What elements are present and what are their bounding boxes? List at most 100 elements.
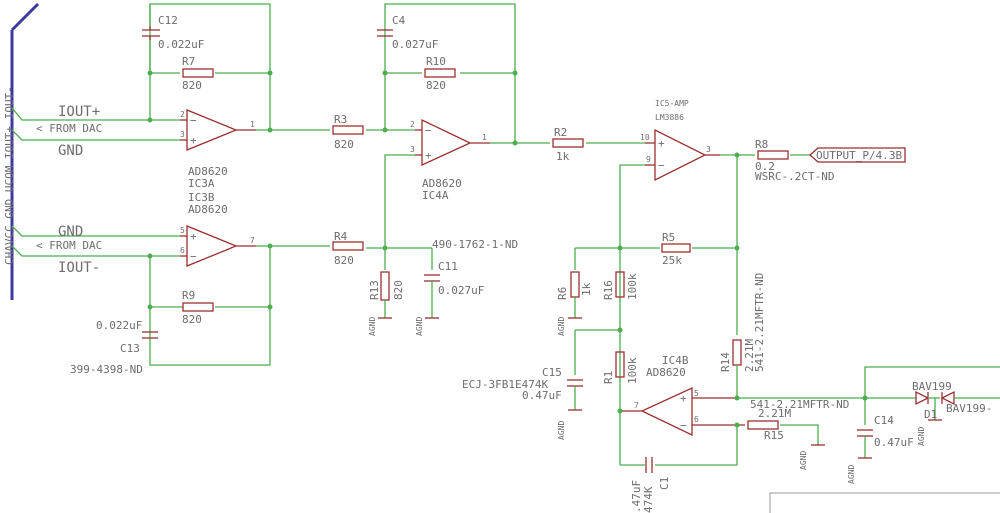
r9-name: R9 bbox=[182, 289, 195, 302]
capacitor-c15 bbox=[567, 379, 583, 387]
r16-value: 100k bbox=[626, 273, 639, 300]
c12-name: C12 bbox=[158, 14, 178, 27]
svg-text:+: + bbox=[658, 137, 665, 150]
r7-value: 820 bbox=[182, 79, 202, 92]
r14-part: 541-2.21MFTR-ND bbox=[753, 273, 766, 372]
c12-value: 0.022uF bbox=[158, 38, 204, 51]
agnd-d1: AGND bbox=[917, 427, 926, 446]
title-block-frame bbox=[769, 492, 1000, 513]
agnd-c14: AGND bbox=[847, 465, 856, 484]
r1-name: R1 bbox=[602, 371, 615, 384]
svg-text:−: − bbox=[190, 250, 197, 263]
ic5-pin-10: 10 bbox=[640, 133, 650, 142]
resistor-r2 bbox=[552, 138, 584, 148]
svg-text:−: − bbox=[680, 419, 687, 432]
r4-name: R4 bbox=[334, 230, 348, 243]
net-iout-minus: IOUT- bbox=[58, 260, 100, 276]
ic4b-pin-5: 5 bbox=[694, 389, 699, 398]
r7-name: R7 bbox=[182, 55, 195, 68]
c15-value: 0.47uF bbox=[522, 389, 562, 402]
r2-name: R2 bbox=[554, 126, 567, 139]
agnd-r13: AGND bbox=[368, 317, 377, 336]
diode-d1 bbox=[865, 390, 1000, 421]
resistor-r1 bbox=[615, 351, 625, 378]
resistor-r3 bbox=[332, 125, 364, 135]
bus-label: CHAVCC GND UCOM IOUT+ IOUT- bbox=[3, 86, 16, 265]
resistor-r8 bbox=[757, 150, 789, 160]
ic4a-pin-inv: 2 bbox=[410, 120, 415, 129]
svg-text:+: + bbox=[190, 134, 197, 147]
ic5-pin-3: 3 bbox=[706, 145, 711, 154]
agnd-c11: AGND bbox=[415, 317, 424, 336]
c1-value: .47uF bbox=[630, 480, 643, 513]
net-from-dac-2: < FROM DAC bbox=[36, 239, 102, 252]
r9-value: 820 bbox=[182, 313, 202, 326]
resistor-r9 bbox=[182, 302, 214, 312]
r13-name: R13 bbox=[368, 280, 381, 300]
c14-value: 0.47uF bbox=[874, 436, 914, 449]
r6-value: 1k bbox=[580, 282, 593, 296]
opamp-ic4b: + − bbox=[620, 386, 745, 437]
svg-text:+: + bbox=[425, 149, 432, 162]
ic4b-part: AD8620 bbox=[646, 366, 686, 379]
agnd-c15: AGND bbox=[557, 421, 566, 440]
r14-value: 2.21M bbox=[743, 339, 756, 372]
bav199-right: BAV199- bbox=[946, 402, 992, 415]
svg-text:−: − bbox=[190, 114, 197, 127]
bus-entry-wires bbox=[11, 107, 180, 257]
ic3b-pin-5: 5 bbox=[180, 226, 185, 235]
resistor-r10 bbox=[424, 68, 456, 78]
c1-name: C1 bbox=[658, 477, 671, 490]
c13-name: C13 bbox=[120, 342, 140, 355]
c11-name: C11 bbox=[438, 260, 458, 273]
ic3a-pin-out: 1 bbox=[250, 120, 255, 129]
c14-name: C14 bbox=[874, 414, 894, 427]
ic3a-id: IC3A bbox=[188, 177, 215, 190]
c15-name: C15 bbox=[542, 366, 562, 379]
agnd-r15: AGND bbox=[799, 451, 808, 470]
ic4b-id: IC4B bbox=[662, 354, 689, 367]
ic4a-pin-noninv: 3 bbox=[410, 145, 415, 154]
resistor-r4 bbox=[332, 241, 364, 251]
opamp-ic3b: + − bbox=[180, 225, 256, 267]
net-gnd-1: GND bbox=[58, 143, 83, 159]
c4-value: 0.027uF bbox=[392, 38, 438, 51]
capacitor-c12 bbox=[142, 26, 160, 40]
capacitor-c1 bbox=[645, 457, 653, 473]
c13-value: 0.022uF bbox=[96, 319, 142, 332]
r15-name: R15 bbox=[764, 429, 784, 442]
c11-value: 0.027uF bbox=[438, 284, 484, 297]
r5-name: R5 bbox=[662, 231, 675, 244]
resistor-r14 bbox=[732, 339, 742, 366]
ic4a-pin-out: 1 bbox=[482, 133, 487, 142]
opamp-ic4a: − + bbox=[415, 118, 490, 167]
svg-text:+: + bbox=[680, 392, 687, 405]
resistor-r15 bbox=[747, 420, 779, 430]
r2-value: 1k bbox=[556, 150, 570, 163]
ic3a-part: AD8620 bbox=[188, 165, 228, 178]
capacitor-c13 bbox=[142, 331, 158, 339]
resistor-r13 bbox=[380, 271, 390, 301]
ic4a-id: IC4A bbox=[422, 189, 449, 202]
resistor-r5 bbox=[661, 243, 691, 253]
ic5-part: LM3886 bbox=[655, 113, 684, 122]
net-iout-plus: IOUT+ bbox=[58, 104, 100, 120]
ic4a-part: AD8620 bbox=[422, 177, 462, 190]
resistor-r7 bbox=[182, 68, 214, 78]
opamp-ic5-amp: + − bbox=[645, 128, 720, 182]
output-port-label: OUTPUT_P/4.3B bbox=[816, 149, 902, 162]
output-port bbox=[809, 147, 906, 163]
agnd-r6: AGND bbox=[557, 317, 566, 336]
c4-name: C4 bbox=[392, 14, 406, 27]
r16-name: R16 bbox=[602, 280, 615, 300]
ic5-id: IC5-AMP bbox=[655, 99, 689, 108]
c1-part: 474K bbox=[642, 486, 655, 513]
r8-part: WSRC-.2CT-ND bbox=[755, 170, 834, 183]
r4-part: 490-1762-1-ND bbox=[432, 238, 518, 251]
d1-name: D1 bbox=[924, 408, 937, 421]
r6-name: R6 bbox=[556, 287, 569, 300]
capacitor-c11 bbox=[424, 274, 440, 282]
r3-value: 820 bbox=[334, 138, 354, 151]
